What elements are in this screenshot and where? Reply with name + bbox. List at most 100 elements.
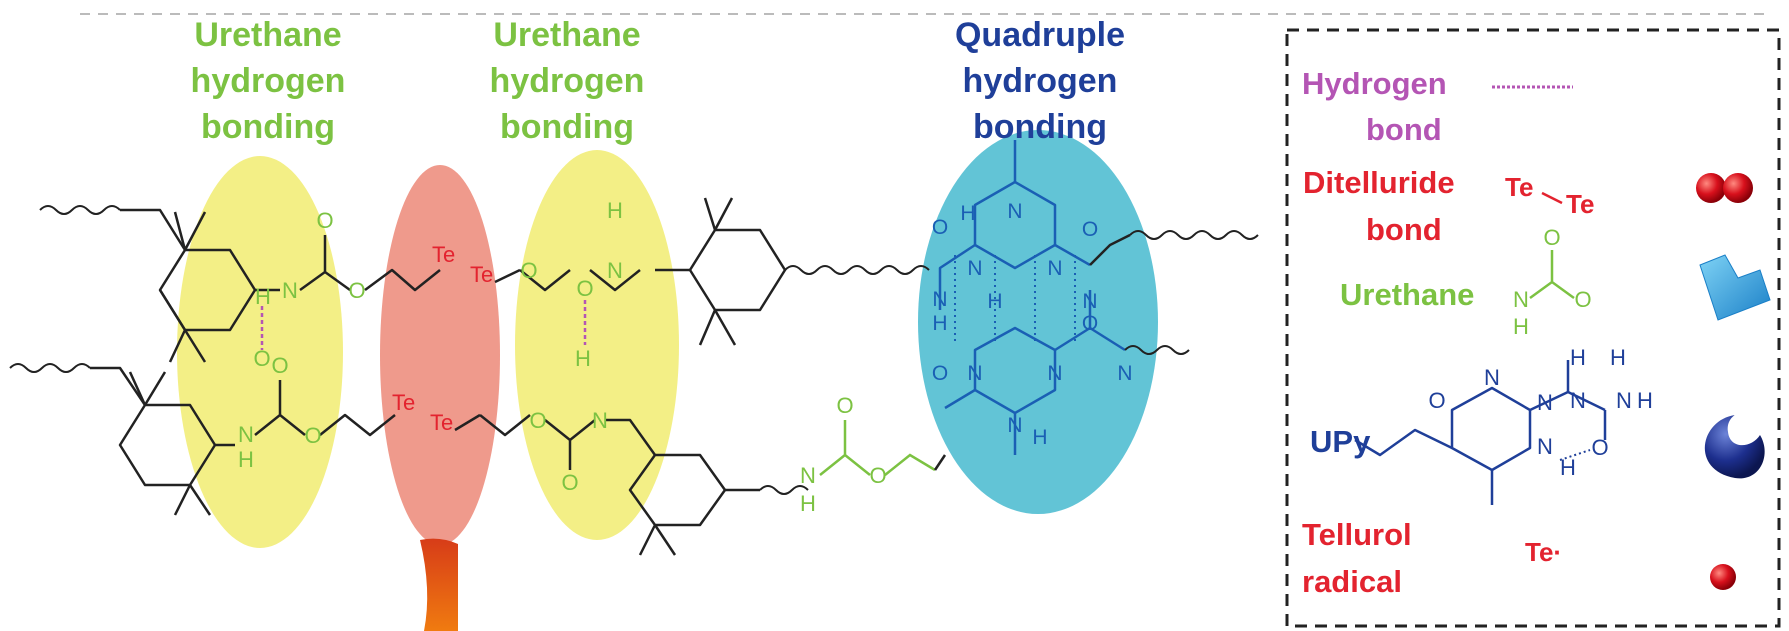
svg-text:H: H: [1570, 345, 1586, 370]
svg-text:O: O: [1574, 287, 1591, 312]
svg-text:N: N: [1570, 388, 1586, 413]
svg-text:Urethane: Urethane: [194, 16, 341, 54]
svg-text:H: H: [255, 284, 271, 309]
legend-urethane: Urethane: [1340, 277, 1474, 312]
svg-text:bonding: bonding: [973, 108, 1107, 146]
legend-box: [1285, 28, 1781, 628]
svg-text:O: O: [1082, 218, 1098, 241]
svg-text:N: N: [1537, 390, 1553, 415]
svg-text:H: H: [960, 202, 975, 225]
quadruple-label: Quadruple hydrogen bonding: [955, 16, 1125, 146]
ditelluride-atoms: Te Te Te Te: [392, 242, 493, 435]
urethane-oval-2: [515, 150, 679, 540]
svg-text:O: O: [1591, 435, 1608, 460]
svg-text:bonding: bonding: [201, 108, 335, 146]
svg-text:H: H: [1610, 345, 1626, 370]
legend-tellurol: Tellurol radical: [1302, 517, 1412, 599]
svg-text:Ditelluride: Ditelluride: [1303, 165, 1455, 200]
svg-text:O: O: [836, 393, 853, 418]
svg-text:Te: Te: [1566, 189, 1594, 219]
svg-text:H: H: [1513, 314, 1529, 339]
svg-text:Quadruple: Quadruple: [955, 16, 1125, 54]
svg-text:Te: Te: [392, 390, 415, 415]
urethane-label-2: Urethane hydrogen bonding: [490, 16, 645, 146]
svg-text:H: H: [932, 312, 947, 335]
upper-chain-wavy: [784, 265, 930, 275]
svg-text:hydrogen: hydrogen: [963, 62, 1118, 100]
svg-text:N: N: [800, 463, 816, 488]
svg-text:O: O: [932, 216, 948, 239]
svg-text:bonding: bonding: [500, 108, 634, 146]
svg-text:H: H: [1637, 388, 1653, 413]
svg-text:H: H: [1560, 455, 1576, 480]
urethane-atoms: O N O H O O N H O O H N O H O N O N H O …: [238, 198, 887, 516]
lower-to-upy-link: [933, 454, 947, 471]
legend-ditelluride: Ditelluride bond: [1303, 165, 1455, 247]
svg-text:N: N: [967, 257, 982, 280]
svg-text:N: N: [282, 278, 298, 303]
svg-text:Te: Te: [1505, 172, 1533, 202]
blue-l-block-icon: [1699, 254, 1771, 321]
legend-urethane-structure: O N O H: [1513, 225, 1592, 339]
heat-source-icon: [420, 538, 458, 631]
upy-right-wavy: [1129, 230, 1259, 240]
svg-text:N: N: [238, 422, 254, 447]
red-sphere-icon: [1710, 564, 1736, 590]
double-red-sphere-icon: [1696, 173, 1753, 203]
svg-text:O: O: [1543, 225, 1560, 250]
quadruple-oval: [918, 130, 1158, 514]
svg-text:N: N: [1047, 362, 1062, 385]
legend-te-bond: [1541, 191, 1563, 205]
svg-text:H: H: [238, 447, 254, 472]
svg-text:N: N: [1537, 434, 1553, 459]
svg-text:bond: bond: [1366, 112, 1442, 147]
svg-text:N: N: [1007, 200, 1022, 223]
legend-upy-structure: O N N N H N H N H O H: [1354, 345, 1653, 505]
svg-text:O: O: [253, 346, 270, 371]
svg-text:N: N: [1007, 414, 1022, 437]
svg-text:N: N: [1616, 388, 1632, 413]
svg-text:Te: Te: [470, 262, 493, 287]
svg-text:N: N: [1117, 362, 1132, 385]
lower-urethane-link: [819, 420, 936, 476]
svg-text:O: O: [348, 278, 365, 303]
svg-text:N: N: [1082, 290, 1097, 313]
upy-atoms: O H N N N O N H N H O O N N N N H: [932, 200, 1133, 449]
svg-text:O: O: [304, 423, 321, 448]
svg-text:O: O: [869, 463, 886, 488]
lower-chain: [9, 363, 760, 556]
svg-text:bond: bond: [1366, 212, 1442, 247]
svg-text:O: O: [1428, 388, 1445, 413]
svg-text:O: O: [271, 353, 288, 378]
urethane-label-1: Urethane hydrogen bonding: [191, 16, 346, 146]
svg-text:N: N: [932, 288, 947, 311]
svg-text:hydrogen: hydrogen: [191, 62, 346, 100]
upy-right-link: [1089, 233, 1131, 266]
legend-tellurol-formula: Te·: [1525, 537, 1562, 567]
legend-hydrogen-bond: Hydrogen bond: [1302, 66, 1447, 147]
svg-text:O: O: [520, 258, 537, 283]
svg-text:O: O: [529, 408, 546, 433]
yin-drop-icon: [1704, 415, 1765, 479]
svg-text:N: N: [967, 362, 982, 385]
lower-chain-wavy: [759, 485, 809, 495]
svg-text:N: N: [607, 258, 623, 283]
upy-dimer: [938, 140, 1126, 455]
svg-text:Urethane: Urethane: [493, 16, 640, 54]
svg-text:O: O: [932, 362, 948, 385]
te-chain-bonds: [454, 268, 521, 432]
svg-text:N: N: [1513, 287, 1529, 312]
svg-text:O: O: [561, 470, 578, 495]
svg-text:hydrogen: hydrogen: [490, 62, 645, 100]
svg-text:H: H: [800, 491, 816, 516]
urethane-oval-1: [177, 156, 343, 548]
svg-text:N: N: [1047, 257, 1062, 280]
svg-text:N: N: [592, 408, 608, 433]
ditelluride-oval: [380, 165, 500, 545]
svg-text:O: O: [316, 208, 333, 233]
svg-text:H: H: [1032, 426, 1047, 449]
svg-text:O: O: [1082, 312, 1098, 335]
svg-text:Tellurol: Tellurol: [1302, 517, 1412, 552]
svg-text:Te: Te: [432, 242, 455, 267]
